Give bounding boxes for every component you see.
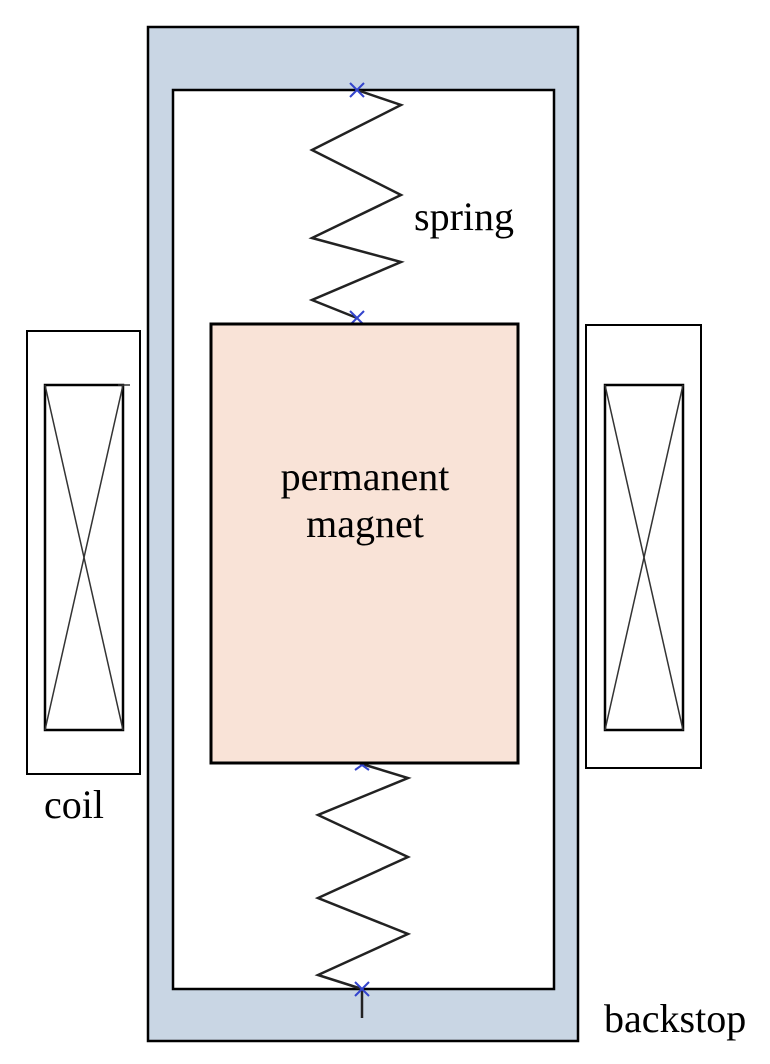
coil-label: coil (44, 782, 104, 827)
upper-spring (308, 88, 405, 320)
lower-spring (314, 762, 412, 991)
upper-top-marker-icon (349, 82, 365, 98)
backstop-label: backstop (604, 996, 746, 1041)
magnet-label-line2: magnet (306, 501, 424, 546)
left-coil (26, 330, 141, 775)
lower-bottom-marker-icon (354, 981, 370, 997)
right-coil (585, 324, 702, 769)
magnet-label-line1: permanent (281, 454, 450, 499)
spring-label: spring (414, 194, 514, 239)
permanent-magnet (209, 322, 520, 765)
